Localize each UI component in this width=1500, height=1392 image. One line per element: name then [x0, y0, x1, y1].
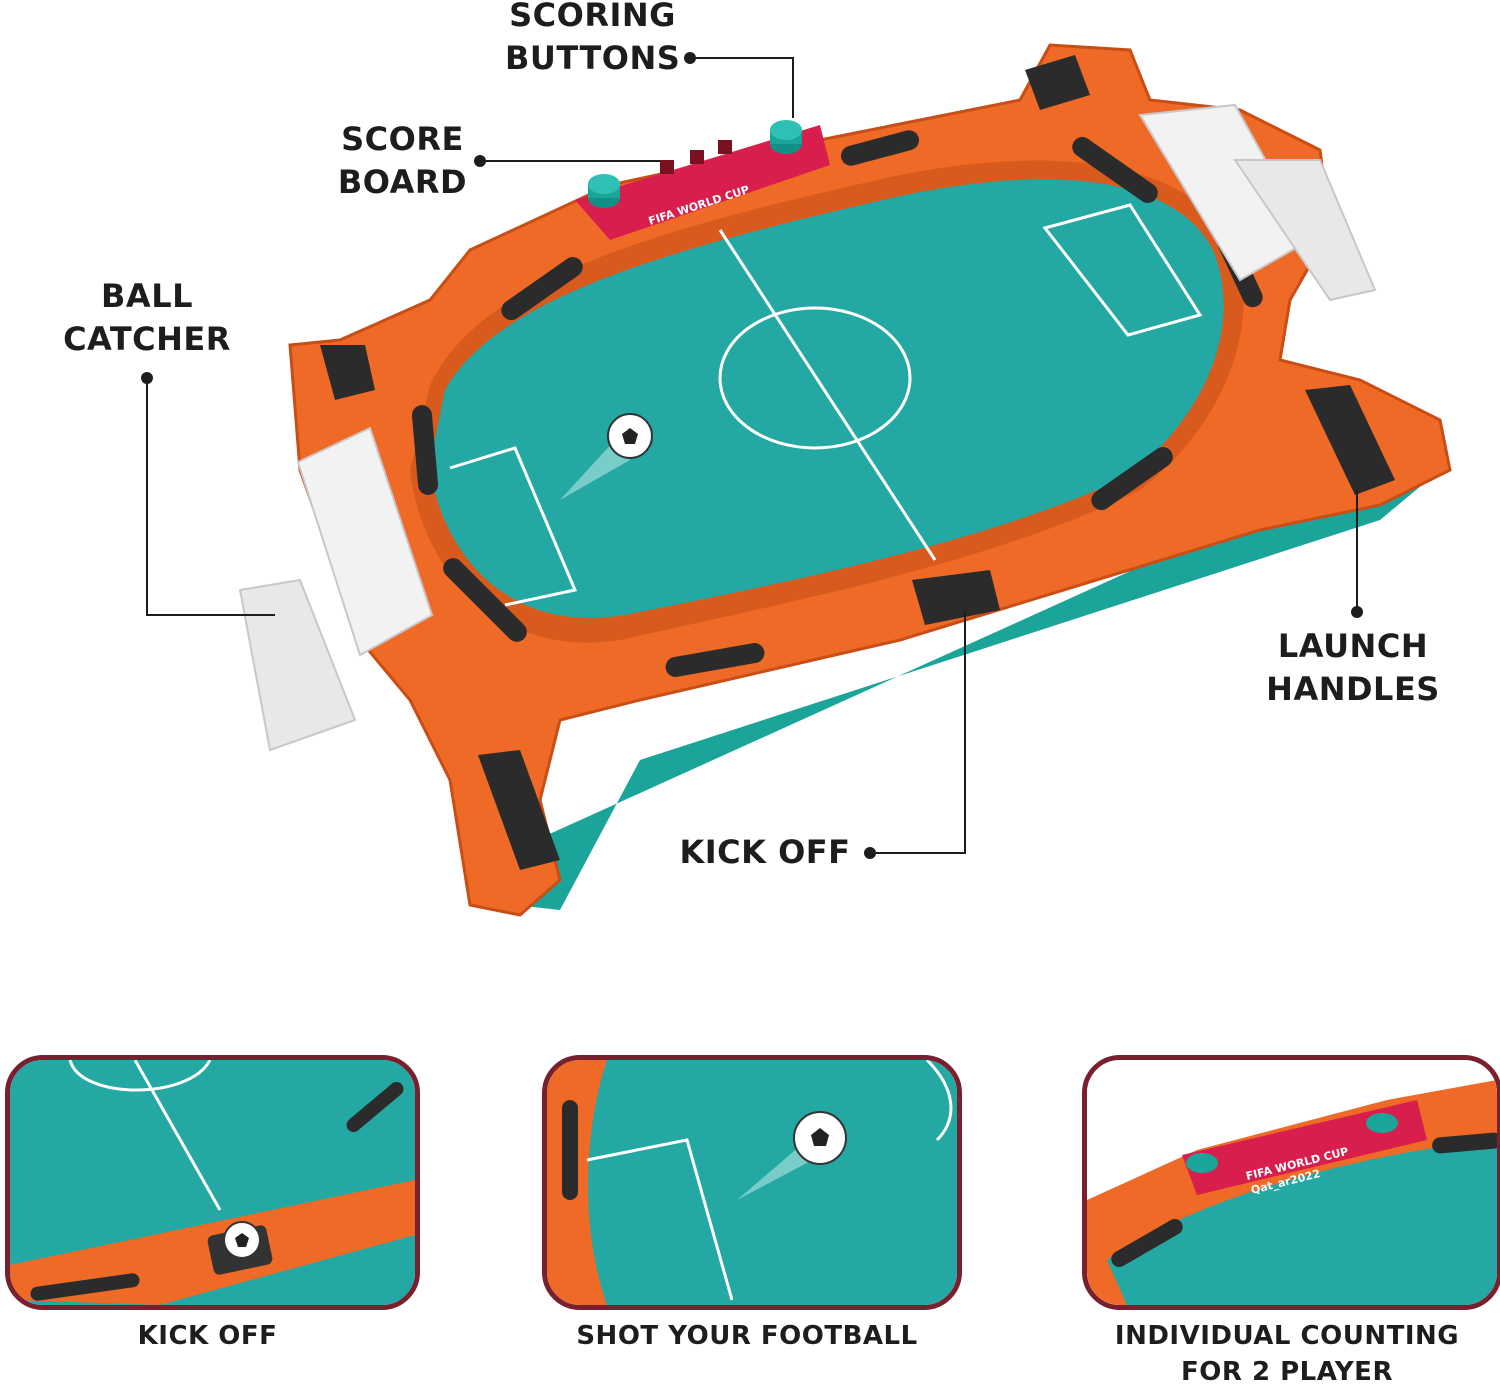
panel-individual-counting: FIFA WORLD CUP Qat_ar2022 [1082, 1055, 1500, 1310]
goal-left [238, 426, 434, 752]
launch-handles [320, 55, 1395, 870]
leader-dots [141, 52, 1363, 859]
callout-kick-off: KICK OFF [679, 833, 851, 871]
callout-launch-handles: LAUNCH HANDLES [1266, 627, 1440, 708]
soccer-ball [560, 413, 653, 500]
caption-shot-your-football: SHOT YOUR FOOTBALL [576, 1321, 918, 1351]
panel-kick-off [5, 1055, 420, 1310]
callout-ball-catcher: BALL CATCHER [63, 277, 231, 358]
callout-scoring-buttons: SCORING BUTTONS [505, 0, 681, 77]
goal-right [1138, 103, 1377, 302]
panel-shot-your-football [542, 1055, 962, 1310]
callout-score-board: SCORE BOARD [337, 120, 468, 201]
kick-off-hole [912, 570, 1000, 625]
panel-counting-image: FIFA WORLD CUP Qat_ar2022 [1087, 1060, 1497, 1305]
caption-individual-counting: INDIVIDUAL COUNTING FOR 2 PLAYER [1114, 1321, 1460, 1387]
panel-kick-off-image [10, 1060, 415, 1305]
panel-shot-image [547, 1060, 957, 1305]
caption-kick-off: KICK OFF [137, 1321, 278, 1351]
pitch [430, 179, 1224, 618]
leader-lines [146, 57, 1358, 854]
scoring-buttons [588, 120, 802, 208]
football-game-illustration: FIFA WORLD CUP [141, 43, 1452, 917]
base-shadow [470, 440, 1440, 910]
